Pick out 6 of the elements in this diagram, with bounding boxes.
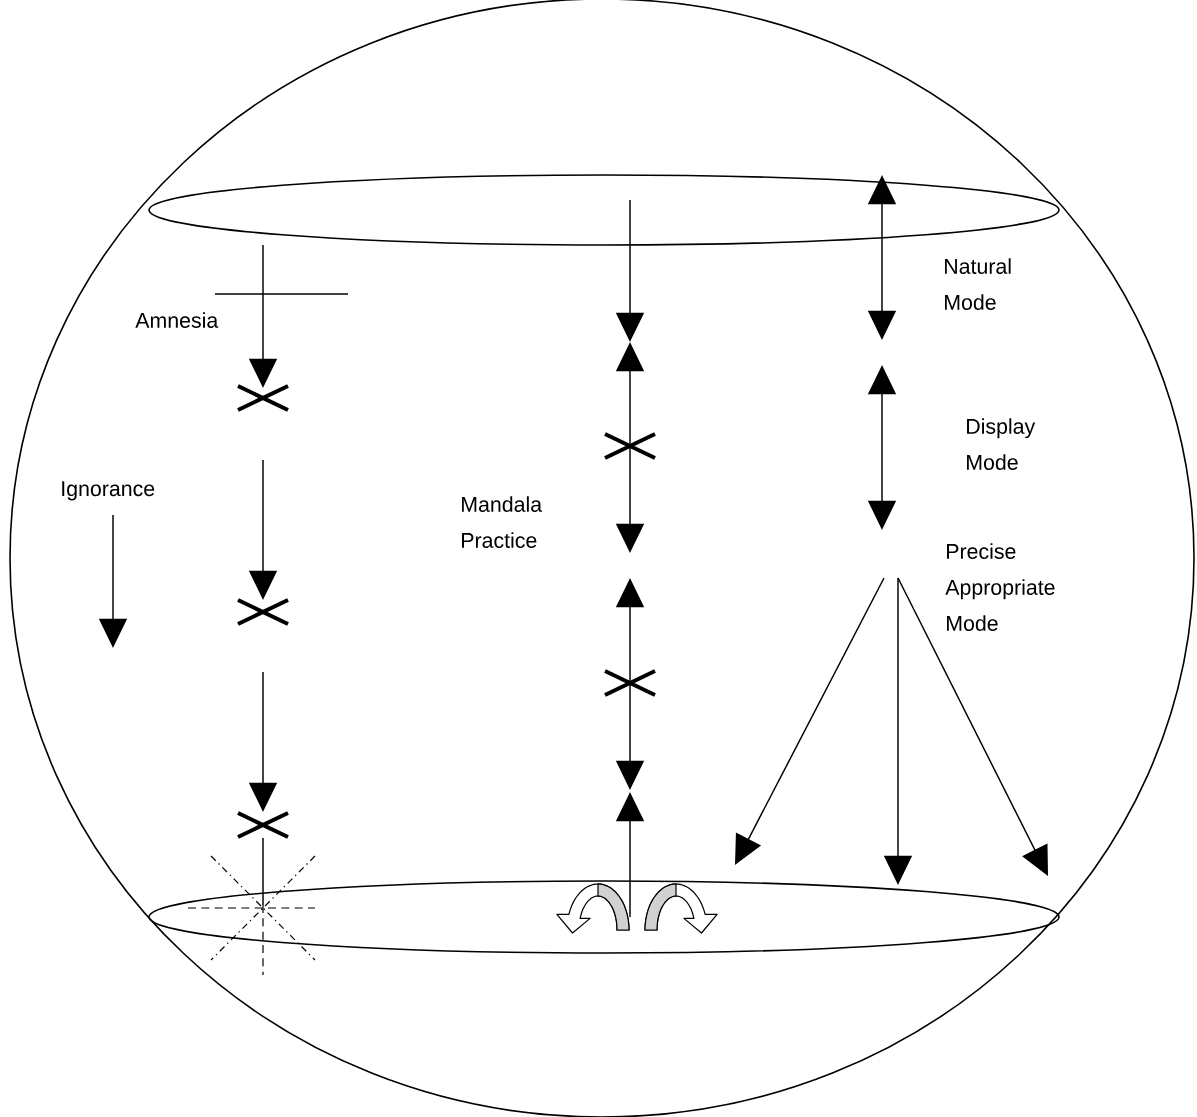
text-label: Amnesia	[135, 312, 219, 328]
text-label: Precise Appropriate Mode	[945, 543, 1055, 631]
text-label: Display Mode	[967, 418, 1036, 470]
text-label: Mandala Practice	[462, 496, 543, 548]
text-label: Ignorance	[62, 481, 155, 501]
text-label: Natural Mode	[945, 258, 1011, 310]
